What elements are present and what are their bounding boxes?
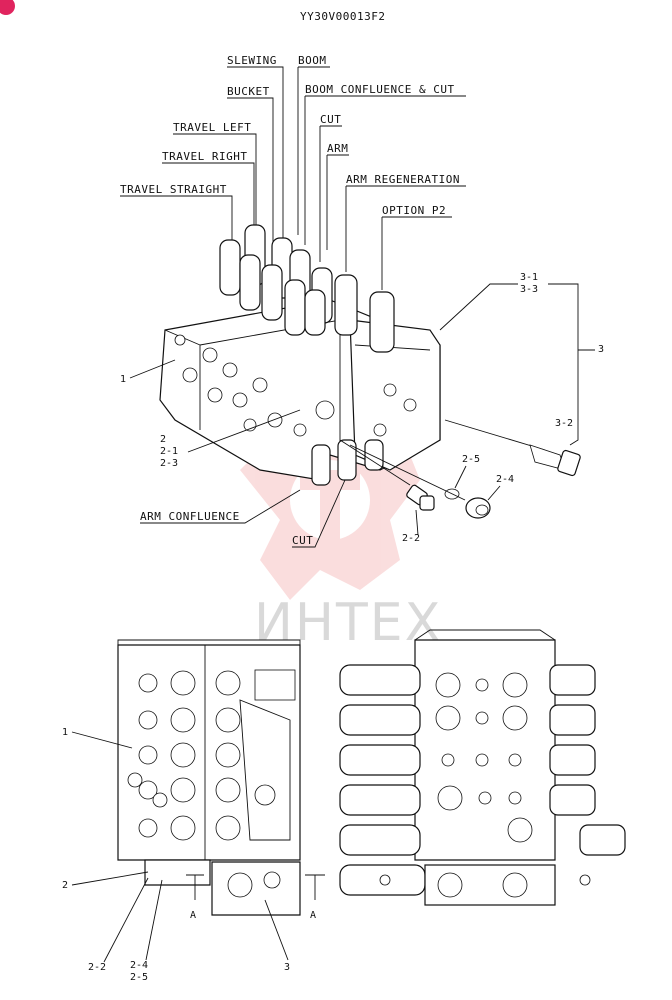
part-leader-lines [129,283,595,536]
label-cut-top: CUT [320,113,341,126]
label-boom: BOOM [298,54,327,67]
label-travel-right: TRAVEL RIGHT [162,150,247,163]
label-bucket: BUCKET [227,85,270,98]
top-isometric-view: SLEWING BOOM BUCKET BOOM CONFLUENCE & CU… [120,54,604,548]
front-view-ports [127,670,276,841]
bottom-part-2: 2 [62,880,68,891]
label-travel-straight: TRAVEL STRAIGHT [120,183,227,196]
watermark-text: ИНТЕХ [254,593,442,653]
label-leader-lines [120,66,466,548]
plug-2-4-icon [349,444,491,519]
section-mark-a-left: A [190,910,196,921]
label-arm-regeneration: ARM REGENERATION [346,173,460,186]
label-option-p2: OPTION P2 [382,204,446,217]
bottom-part-3: 3 [284,962,290,973]
part-2-5: 2-5 [462,454,480,465]
valve-block-main [159,224,441,486]
part-2-2: 2-2 [402,533,420,544]
section-mark-a-right: A [310,910,316,921]
label-slewing: SLEWING [227,54,277,67]
label-cut-bottom: CUT [292,534,313,547]
part-2-3: 2-3 [160,458,178,469]
part-3-3: 3-3 [520,284,538,295]
label-arm: ARM [327,142,348,155]
corner-badge-icon [0,0,15,15]
label-travel-left: TRAVEL LEFT [173,121,251,134]
part-2-1: 2-1 [160,446,178,457]
bolt-3-2-icon [444,419,581,477]
part-3-2: 3-2 [555,418,573,429]
bottom-part-2-5: 2-5 [130,972,148,983]
label-boom-confluence-cut: BOOM CONFLUENCE & CUT [305,83,455,96]
drawing-code: YY30V00013F2 [300,10,385,23]
side-view-spools [339,664,626,906]
fitting-2-2-icon [339,439,435,511]
side-view-ports [379,672,591,898]
front-view: A A 1 2 2-2 2-4 2-5 3 [62,639,325,983]
side-view [339,629,626,906]
part-3: 3 [598,344,604,355]
part-2: 2 [160,434,166,445]
part-1: 1 [120,374,126,385]
bottom-part-1: 1 [62,727,68,738]
part-3-1: 3-1 [520,272,538,283]
bottom-part-2-2: 2-2 [88,962,106,973]
bottom-leader-lines [71,731,289,963]
part-2-4: 2-4 [496,474,514,485]
label-arm-confluence: ARM CONFLUENCE [140,510,240,523]
bottom-part-2-4: 2-4 [130,960,148,971]
